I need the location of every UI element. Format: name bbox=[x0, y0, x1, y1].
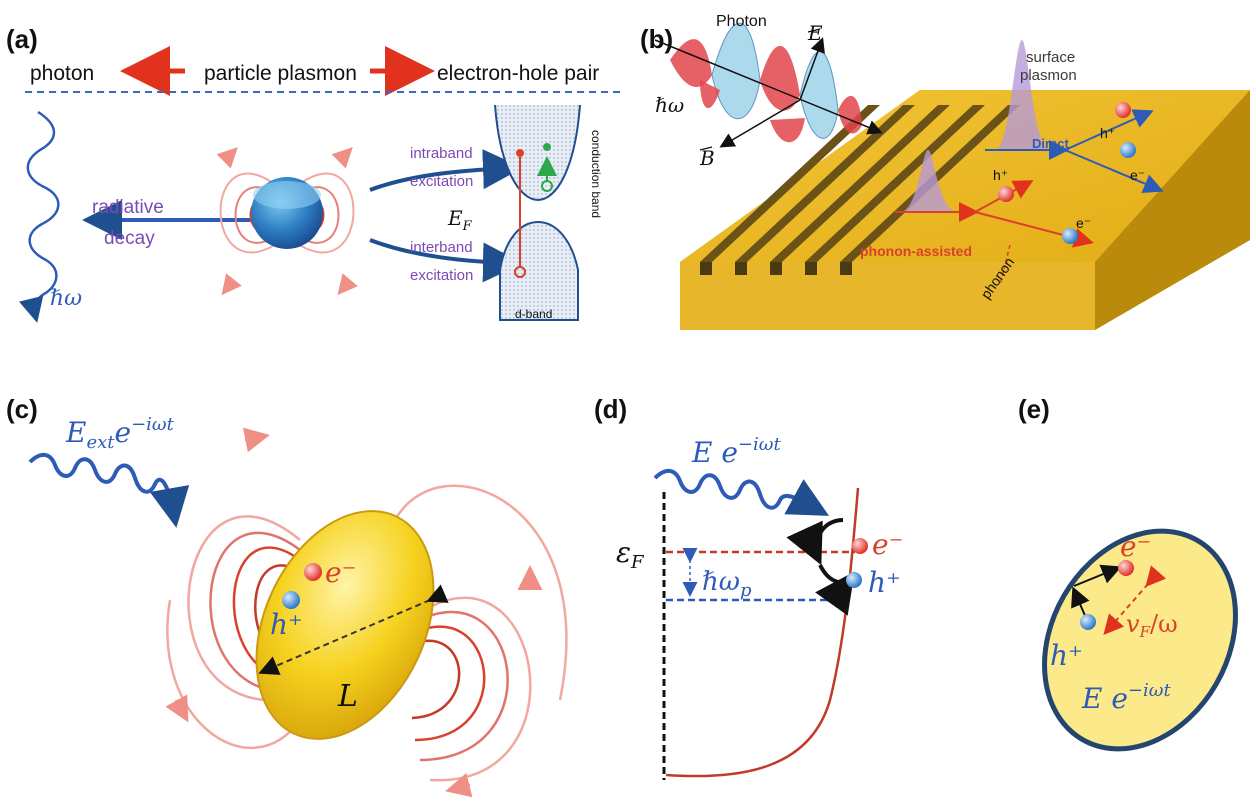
hbar-omega-b: ℏω bbox=[655, 93, 684, 117]
d-band-label: d-band bbox=[515, 307, 552, 321]
d-band-shape bbox=[499, 220, 579, 321]
panel-d-hole bbox=[846, 572, 862, 588]
excitation-curved-arrow bbox=[786, 518, 844, 566]
direct-electron-particle bbox=[1120, 142, 1136, 158]
interband-arrow bbox=[369, 238, 523, 283]
panel-b-label: (b) bbox=[640, 24, 673, 54]
intraband-arrow bbox=[369, 149, 523, 192]
surface-label: surface bbox=[1026, 49, 1075, 66]
fermi-level-label: EF bbox=[447, 206, 473, 234]
band-dispersion-curve bbox=[665, 487, 860, 778]
interband-label: interband bbox=[410, 239, 473, 256]
panel-d-field-label: E e−iωt bbox=[691, 434, 781, 469]
gold-slab-front bbox=[680, 262, 1095, 330]
direct-label: Direct bbox=[1032, 136, 1070, 151]
panel-e-label: (e) bbox=[1018, 394, 1050, 424]
intraband-electron bbox=[543, 143, 551, 151]
interband-excitation-label: excitation bbox=[410, 267, 473, 284]
plasmon-label: plasmon bbox=[1020, 67, 1077, 84]
relaxation-curved-arrow bbox=[815, 564, 855, 616]
b-vector-label: B bbox=[699, 146, 715, 170]
vf-label: vF/ω bbox=[1126, 610, 1178, 641]
b-vector-overline bbox=[699, 146, 713, 151]
gold-slab-side bbox=[1095, 90, 1250, 330]
panel-c-electron-label: e⁻ bbox=[325, 556, 356, 589]
e-vector-arrow bbox=[799, 37, 825, 101]
e-vector-label: E bbox=[807, 21, 823, 45]
photon-label-b: Photon bbox=[716, 13, 767, 30]
conduction-band-label: conduction band bbox=[589, 130, 603, 218]
conduction-band-fill bbox=[495, 105, 580, 200]
hole-momentum-arrow bbox=[1071, 586, 1090, 619]
direct-hole-particle bbox=[1115, 102, 1131, 118]
length-arrow bbox=[258, 584, 449, 675]
panel-c-label: (c) bbox=[6, 394, 38, 424]
direct-hole-label: h⁺ bbox=[1100, 125, 1115, 141]
gold-ellipsoid-e bbox=[1042, 528, 1238, 752]
panel-d-wavy-field bbox=[653, 468, 830, 516]
decay-label: decay bbox=[104, 228, 155, 249]
panel-c-field-lines bbox=[165, 427, 568, 798]
electron-hole-pair-label: electron-hole pair bbox=[437, 62, 599, 85]
e-vector-overline bbox=[807, 28, 821, 33]
b-vector-arrow bbox=[719, 99, 801, 148]
panel-e: (e) e⁻ h⁺ vF/ω E e−iωt bbox=[1018, 394, 1238, 752]
intraband-label: intraband bbox=[410, 145, 473, 162]
panel-d: (d) E e−iωt εF ℏωp e⁻ h⁺ bbox=[594, 394, 903, 780]
gold-ellipsoid-c bbox=[255, 510, 435, 740]
dipole-field-lines-a bbox=[216, 147, 358, 296]
conduction-band-curve bbox=[494, 104, 581, 202]
phonon-electron-particle bbox=[1062, 228, 1078, 244]
panel-c-wavy-field bbox=[28, 452, 190, 528]
interband-hole bbox=[514, 266, 526, 278]
panel-c-hole-label: h⁺ bbox=[270, 608, 303, 641]
panel-c-hole bbox=[282, 591, 300, 609]
sphere-highlight bbox=[253, 181, 321, 209]
fermi-eps-label: εF bbox=[616, 536, 645, 573]
particle-plasmon-label: particle plasmon bbox=[204, 62, 357, 85]
panel-d-hole-label: h⁺ bbox=[868, 566, 901, 599]
phonon-electron-label: e⁻ bbox=[1076, 215, 1091, 231]
intraband-excitation-label: excitation bbox=[410, 173, 473, 190]
panel-b: (b) Photon bbox=[640, 13, 1250, 330]
panel-e-hole bbox=[1080, 614, 1096, 630]
radiative-label: radiative bbox=[92, 197, 164, 218]
direct-electron-arrow bbox=[1064, 149, 1164, 194]
panel-a-label: (a) bbox=[6, 24, 38, 54]
panel-e-electron-label: e⁻ bbox=[1120, 530, 1151, 563]
length-label: L bbox=[337, 679, 358, 714]
wavy-photon-line bbox=[19, 110, 60, 323]
direct-hole-arrow bbox=[1064, 109, 1154, 151]
panel-e-field-label: E e−iωt bbox=[1081, 680, 1171, 715]
direct-electron-label: e⁻ bbox=[1130, 167, 1145, 183]
panel-c-electron bbox=[304, 563, 322, 581]
interband-electron bbox=[516, 149, 524, 157]
hwp-label: ℏωp bbox=[702, 567, 752, 601]
hbar-omega-a: ℏω bbox=[50, 286, 82, 311]
panel-d-electron-label: e⁻ bbox=[872, 528, 903, 561]
surface-plasmon-peak bbox=[995, 40, 1050, 150]
phonon-assisted-label: phonon-assisted bbox=[860, 243, 972, 259]
phonon-plasmon-peak bbox=[900, 150, 958, 212]
panel-d-label: (d) bbox=[594, 394, 627, 424]
photon-label: photon bbox=[30, 62, 94, 85]
intraband-hole bbox=[541, 180, 553, 192]
panel-a: (a) photon particle plasmon electron-hol… bbox=[6, 24, 620, 323]
panel-d-electron bbox=[852, 538, 868, 554]
panel-c-field-label: Eexte−iωt bbox=[65, 414, 175, 453]
panel-e-hole-label: h⁺ bbox=[1050, 639, 1083, 672]
panel-c: (c) Eexte−iωt L e⁻ h⁺ bbox=[6, 394, 568, 798]
fermi-velocity-arrow bbox=[1103, 565, 1167, 636]
em-wave bbox=[654, 22, 883, 143]
phonon-hole-particle bbox=[998, 186, 1014, 202]
phonon-hole-label: h⁺ bbox=[993, 167, 1008, 183]
